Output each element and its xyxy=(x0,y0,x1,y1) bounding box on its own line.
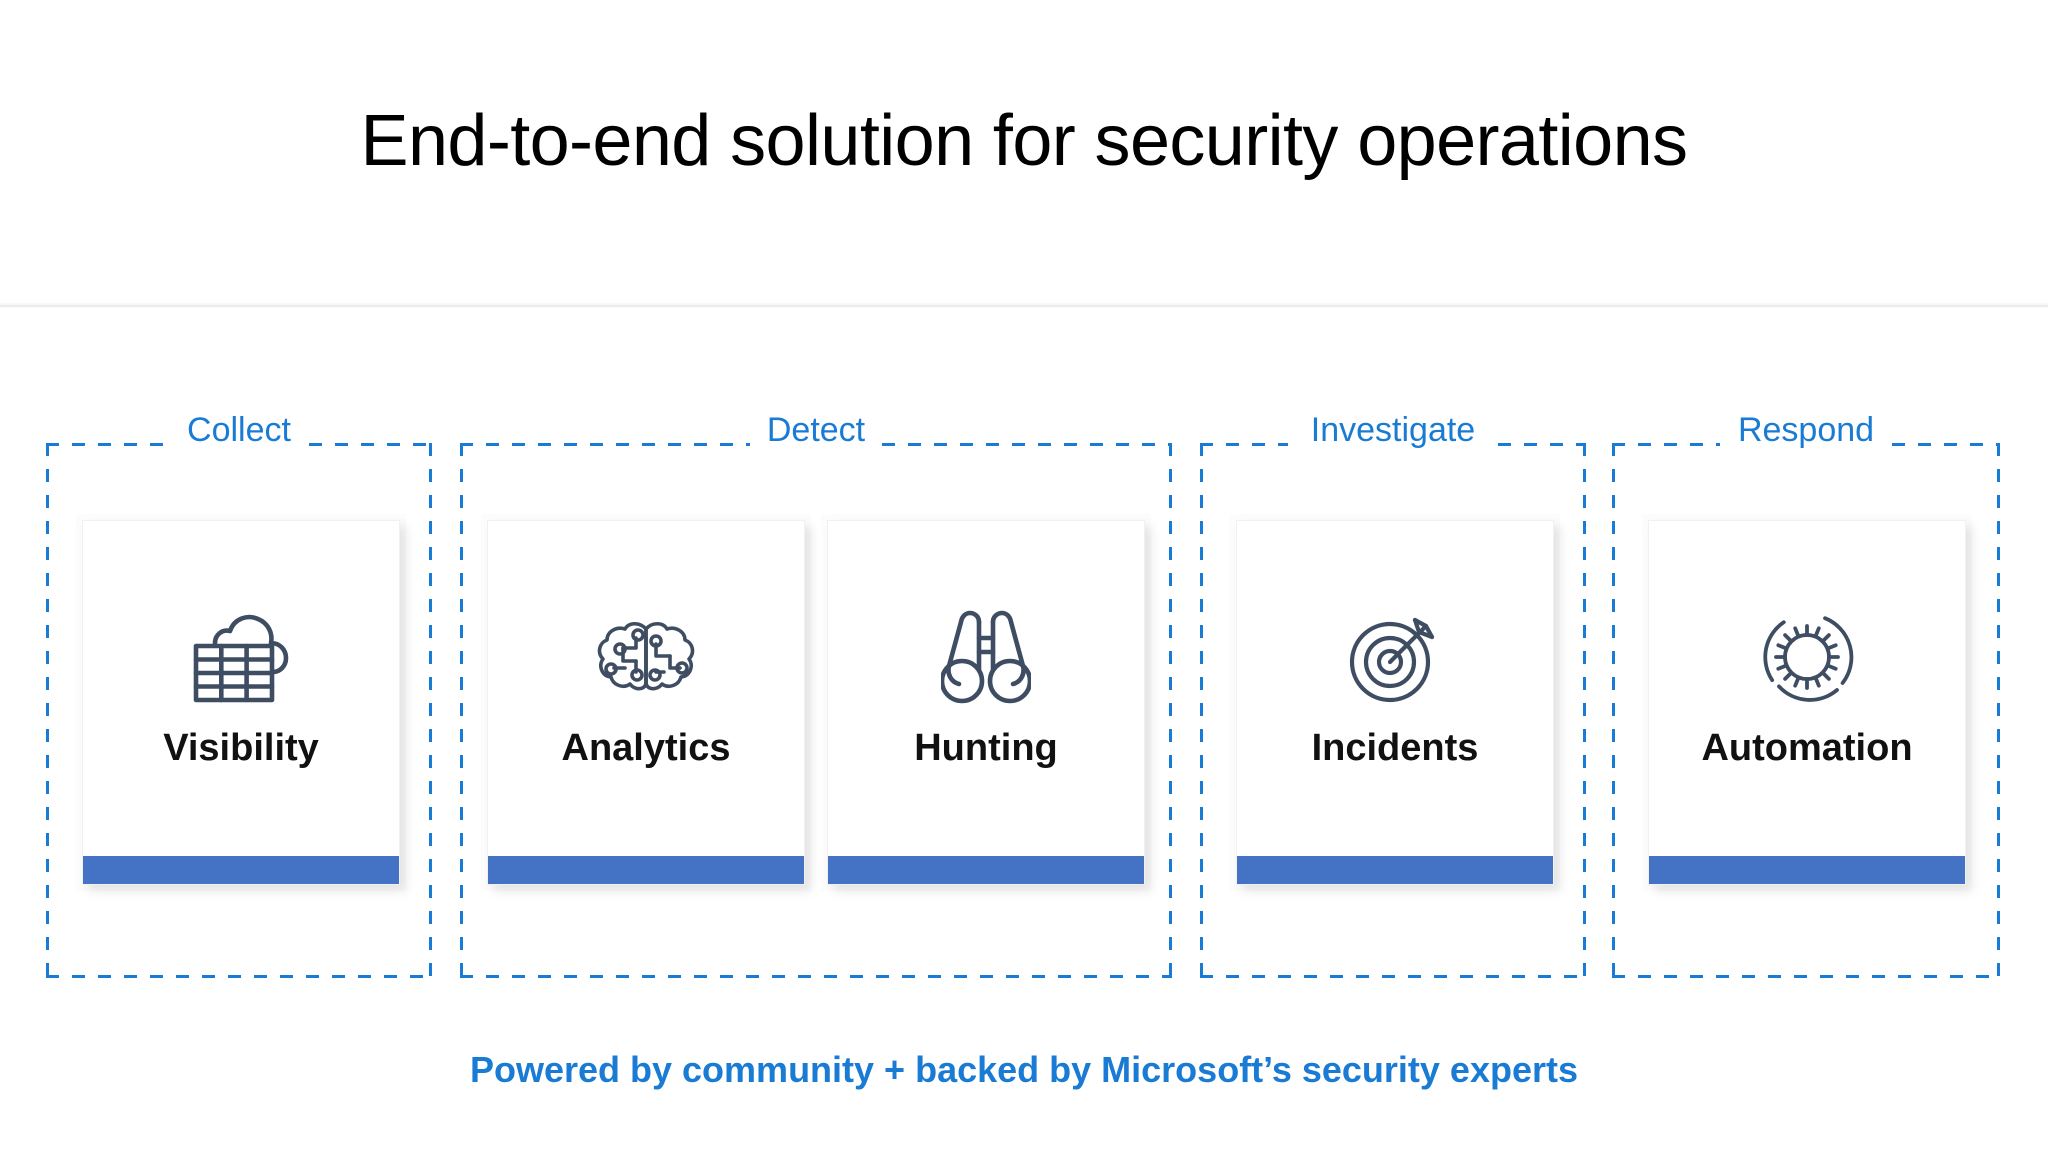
slide-header: End-to-end solution for security operati… xyxy=(0,0,2048,308)
card-automation[interactable]: Automation xyxy=(1648,520,1966,885)
card-hunting[interactable]: Hunting xyxy=(827,520,1145,885)
binoculars-icon xyxy=(926,607,1046,707)
group-border-right xyxy=(1583,443,1586,978)
card-label-hunting: Hunting xyxy=(914,727,1058,769)
group-border-left xyxy=(46,443,49,978)
group-border-bottom xyxy=(1612,975,2000,978)
card-incidents[interactable]: Incidents xyxy=(1236,520,1554,885)
group-border-bottom xyxy=(460,975,1172,978)
group-border-right xyxy=(1169,443,1172,978)
card-label-automation: Automation xyxy=(1701,727,1913,769)
card-accent-bar xyxy=(488,856,804,884)
group-border-top-left xyxy=(460,443,750,446)
group-border-right xyxy=(429,443,432,978)
group-border-left xyxy=(1612,443,1615,978)
card-label-visibility: Visibility xyxy=(163,727,319,769)
group-collect: Collect Visibility xyxy=(46,413,432,978)
cloud-table-icon xyxy=(181,607,301,707)
group-border-right xyxy=(1997,443,2000,978)
footer-tagline: Powered by community + backed by Microso… xyxy=(469,1049,1579,1090)
group-label-investigate: Investigate xyxy=(1294,413,1492,447)
card-label-analytics: Analytics xyxy=(561,727,731,769)
header-divider-line xyxy=(0,306,2048,307)
group-border-top-left xyxy=(46,443,169,446)
group-border-top-left xyxy=(1612,443,1720,446)
group-border-bottom xyxy=(46,975,432,978)
card-accent-bar xyxy=(83,856,399,884)
group-border-top-right xyxy=(882,443,1172,446)
card-accent-bar xyxy=(1649,856,1965,884)
card-label-incidents: Incidents xyxy=(1311,727,1479,769)
card-visibility[interactable]: Visibility xyxy=(82,520,400,885)
group-border-top-left xyxy=(1200,443,1288,446)
group-border-top-right xyxy=(1498,443,1586,446)
group-label-detect: Detect xyxy=(750,413,882,447)
group-border-top-right xyxy=(309,443,432,446)
group-label-collect: Collect xyxy=(171,413,307,447)
group-border-top-right xyxy=(1892,443,2000,446)
target-arrow-icon xyxy=(1335,607,1455,707)
group-respond: Respond xyxy=(1612,413,2000,978)
group-border-bottom xyxy=(1200,975,1586,978)
card-accent-bar xyxy=(1237,856,1553,884)
card-accent-bar xyxy=(828,856,1144,884)
group-border-left xyxy=(460,443,463,978)
brain-circuit-icon xyxy=(586,607,706,707)
group-border-left xyxy=(1200,443,1203,978)
group-investigate: Investigate Incidents xyxy=(1200,413,1586,978)
header-divider-shadow xyxy=(0,302,2048,308)
group-label-respond: Respond xyxy=(1721,413,1891,447)
group-detect: Detect xyxy=(460,413,1172,978)
page-title: End-to-end solution for security operati… xyxy=(360,101,1689,181)
gear-dashed-ring-icon xyxy=(1747,607,1867,707)
card-analytics[interactable]: Analytics xyxy=(487,520,805,885)
